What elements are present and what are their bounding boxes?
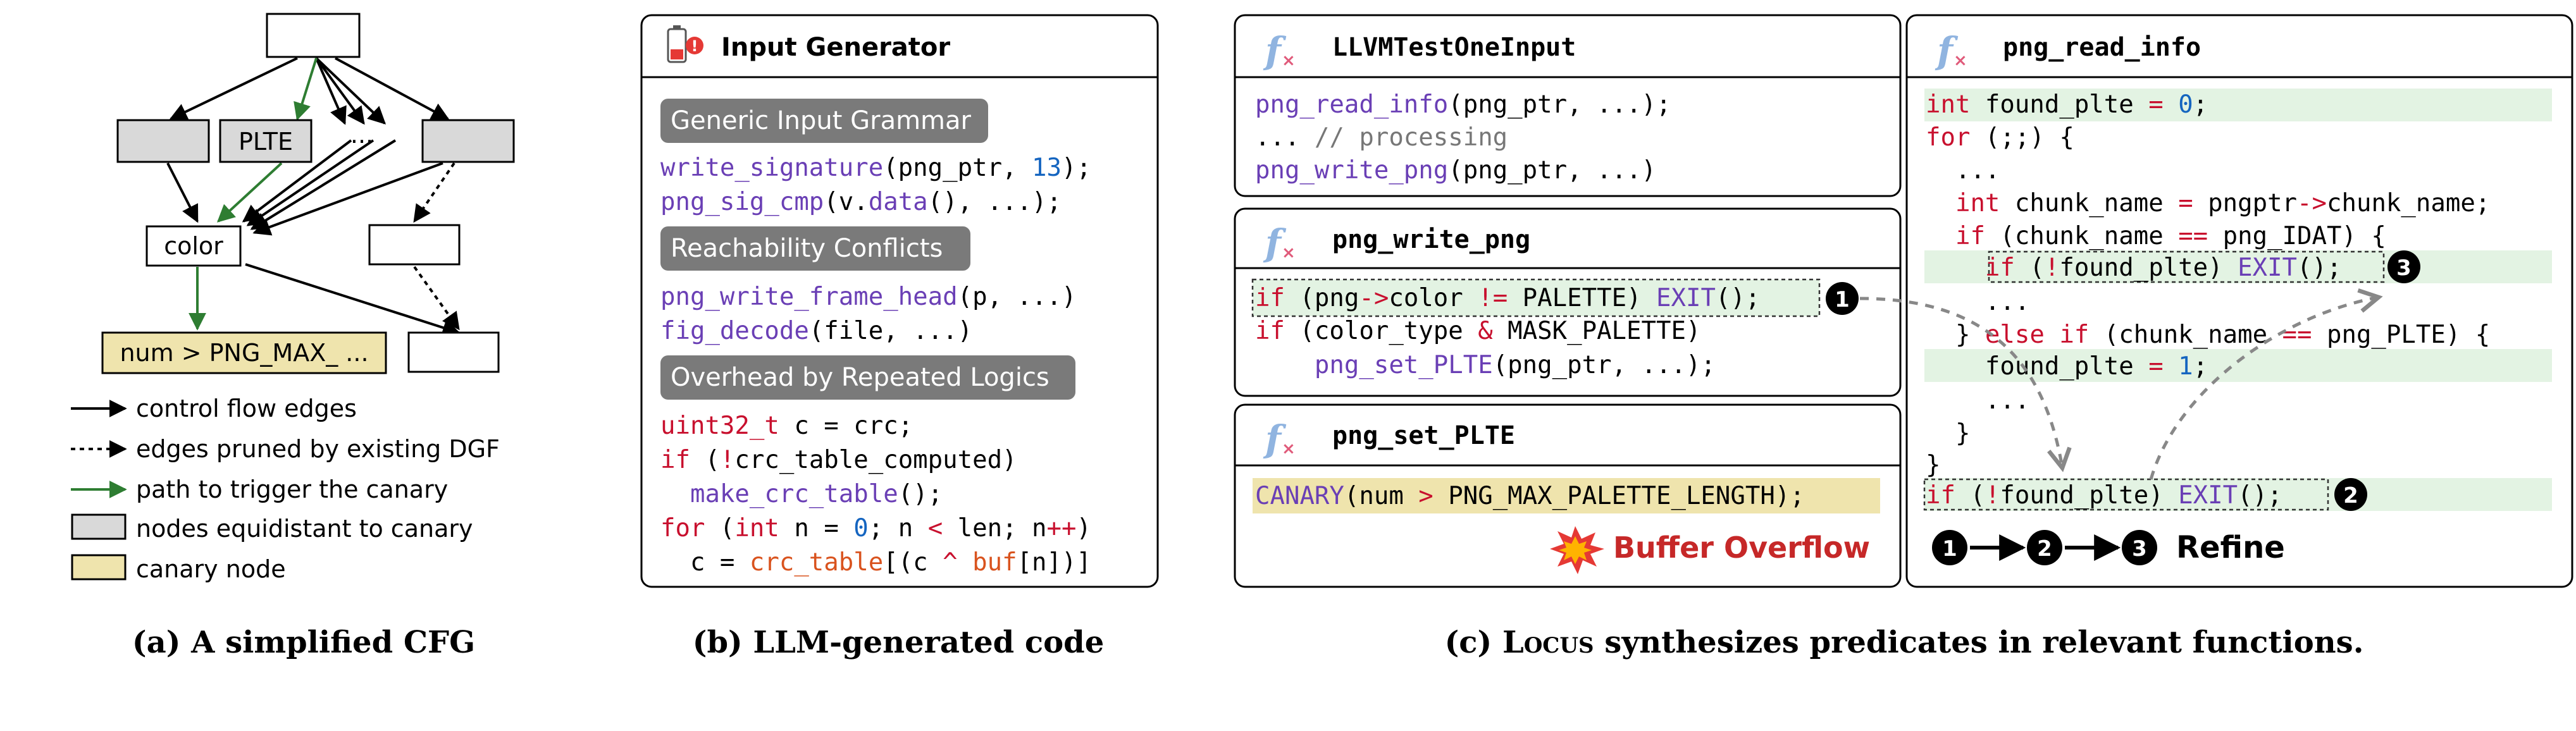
legend-canary: canary node bbox=[136, 555, 286, 583]
code-line: ... // processing bbox=[1255, 123, 1508, 152]
code-line: } bbox=[1926, 451, 1940, 479]
cfg-plte-node bbox=[219, 119, 313, 163]
func-box-png-read-info bbox=[1905, 14, 2573, 588]
svg-text:3: 3 bbox=[2132, 536, 2147, 562]
svg-text:2: 2 bbox=[2037, 536, 2052, 562]
code-line: if (png->color != PALETTE) EXIT(); bbox=[1255, 284, 1760, 312]
refinement-arrows bbox=[1859, 297, 2379, 480]
svg-text:3: 3 bbox=[2396, 255, 2412, 281]
cfg-canary-node bbox=[101, 331, 387, 374]
code-line: if (!found_plte) EXIT(); bbox=[1926, 254, 2341, 282]
code-line: c = crc_table[(c ^ buf[n])] bbox=[660, 548, 1091, 577]
code-line: } else if (chunk_name == png_PLTE) { bbox=[1926, 321, 2490, 349]
legend-equidistant: nodes equidistant to canary bbox=[136, 515, 473, 543]
code-line: if (!found_plte) EXIT(); bbox=[1926, 481, 2282, 510]
legend-path: path to trigger the canary bbox=[136, 476, 448, 503]
predicate-2-highlight bbox=[1923, 478, 2329, 511]
code-line: png_set_PLTE(png_ptr, ...); bbox=[1255, 351, 1716, 379]
caption-c: (c) Locus synthesizes predicates in rele… bbox=[1445, 625, 2364, 660]
code-line: ... bbox=[1926, 288, 2029, 316]
code-line: if (chunk_name == png_IDAT) { bbox=[1926, 222, 2386, 250]
svg-text:2: 2 bbox=[2343, 483, 2358, 508]
code-line: int found_plte = 0; bbox=[1926, 90, 2208, 119]
code-line: png_sig_cmp(v.data(), ...); bbox=[660, 188, 1062, 216]
cfg-gray-node-right bbox=[421, 119, 515, 163]
predicate-1-highlight bbox=[1251, 278, 1821, 317]
func-title-png-set-plte: png_set_PLTE bbox=[1332, 421, 1515, 450]
code-line: png_write_frame_head(p, ...) bbox=[660, 283, 1076, 311]
marker-2 bbox=[2334, 478, 2367, 511]
cfg-control-edges bbox=[166, 57, 461, 336]
cfg-root-node bbox=[266, 13, 361, 58]
cfg-canary-path bbox=[189, 58, 318, 331]
panel-b: ! Input Generator Generic Input Grammar … bbox=[640, 14, 1159, 660]
caption-b: (b) LLM-generated code bbox=[693, 625, 1105, 660]
func-title-png-read-info: png_read_info bbox=[2003, 33, 2201, 62]
refine-label: Refine bbox=[2176, 530, 2285, 565]
section-generic-grammar: Generic Input Grammar bbox=[671, 106, 972, 135]
svg-text:1: 1 bbox=[1835, 287, 1850, 312]
battery-alert-icon: ! bbox=[667, 25, 703, 63]
code-line: if (color_type & MASK_PALETTE) bbox=[1255, 317, 1700, 345]
code-line: } bbox=[1926, 419, 1970, 448]
cfg-pruned-edges bbox=[413, 162, 460, 331]
canary-highlight bbox=[1253, 478, 1880, 513]
marker-1 bbox=[1826, 282, 1859, 315]
code-line: CANARY(num > PNG_MAX_PALETTE_LENGTH); bbox=[1255, 482, 1805, 510]
svg-text:×: × bbox=[1282, 51, 1296, 70]
cfg-color-node bbox=[146, 225, 242, 267]
cfg-empty-node-right bbox=[368, 224, 461, 266]
section-reachability-conflicts: Reachability Conflicts bbox=[671, 234, 943, 263]
cfg-legend: control flow edges edges pruned by exist… bbox=[71, 395, 500, 583]
svg-text:×: × bbox=[1954, 51, 1967, 70]
explosion-icon bbox=[1550, 526, 1604, 574]
code-line: png_read_info(png_ptr, ...); bbox=[1255, 90, 1671, 119]
cfg-color-label: color bbox=[164, 232, 223, 260]
code-line: for (;;) { bbox=[1926, 123, 2074, 152]
cfg-dots-label: ··· bbox=[350, 128, 373, 156]
section-overhead: Overhead by Repeated Logics bbox=[671, 363, 1050, 392]
code-line: write_signature(png_ptr, 13); bbox=[660, 154, 1091, 182]
code-line: ... bbox=[1926, 156, 2000, 185]
svg-text:1: 1 bbox=[1942, 536, 1957, 562]
refine-sequence: 1 2 3 Refine bbox=[1932, 530, 2285, 565]
cfg-plte-label: PLTE bbox=[238, 128, 293, 156]
code-line: make_crc_table(); bbox=[660, 480, 943, 508]
func-title-png-write-png: png_write_png bbox=[1332, 225, 1530, 254]
svg-text:×: × bbox=[1282, 243, 1296, 262]
code-line: int chunk_name = pngptr->chunk_name; bbox=[1926, 189, 2490, 218]
input-generator-title: Input Generator bbox=[721, 33, 950, 62]
panel-a: PLTE ··· color num > PNG_MAX_ ... contro… bbox=[71, 13, 515, 660]
func-box-llvmtestoneinput bbox=[1234, 14, 1902, 197]
legend-control-flow: control flow edges bbox=[136, 395, 357, 422]
cfg-gray-node-left bbox=[116, 119, 210, 163]
cfg-exit-node bbox=[407, 331, 500, 373]
code-line: found_plte = 1; bbox=[1926, 352, 2208, 381]
marker-3 bbox=[2387, 250, 2420, 283]
code-line: ... bbox=[1926, 386, 2029, 415]
input-generator-box bbox=[640, 14, 1159, 588]
cfg-canary-label: num > PNG_MAX_ ... bbox=[120, 339, 368, 367]
code-line: png_write_png(png_ptr, ...) bbox=[1255, 156, 1656, 185]
func-title-llvmtestoneinput: LLVMTestOneInput bbox=[1332, 33, 1576, 62]
predicate-3-highlight bbox=[1988, 250, 2385, 283]
panel-c: f × LLVMTestOneInput png_read_info(png_p… bbox=[1234, 14, 2573, 660]
svg-text:×: × bbox=[1282, 439, 1296, 458]
svg-text:!: ! bbox=[691, 37, 698, 55]
code-line: uint32_t c = crc; bbox=[660, 412, 913, 440]
code-line: fig_decode(file, ...) bbox=[660, 317, 972, 345]
caption-a: (a) A simplified CFG bbox=[132, 625, 475, 660]
buffer-overflow-label: Buffer Overflow bbox=[1613, 531, 1870, 565]
code-line: for (int n = 0; n < len; n++) bbox=[660, 514, 1091, 543]
code-line: if (!crc_table_computed) bbox=[660, 446, 1017, 474]
legend-pruned: edges pruned by existing DGF bbox=[136, 435, 500, 463]
